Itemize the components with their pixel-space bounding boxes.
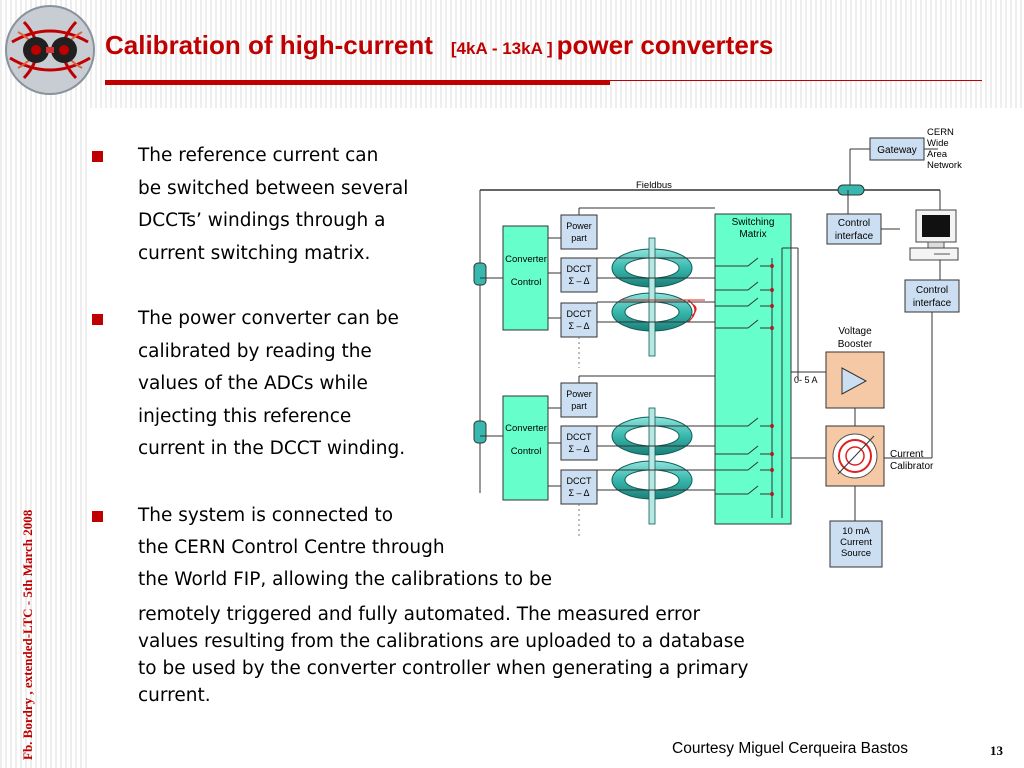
converter-control-box-2 — [502, 395, 549, 501]
dcct-box-3 — [560, 425, 598, 461]
fieldbus-label: Fieldbus — [636, 180, 672, 191]
bullet-line: to be used by the converter controller w… — [138, 658, 749, 679]
title-underline-thick — [105, 80, 610, 85]
bullet-line: the CERN Control Centre through — [138, 537, 445, 558]
dcct-box-2 — [560, 302, 598, 338]
converter-connector-2 — [473, 420, 487, 444]
bullet-text-continued: remotely triggered and fully automated. … — [138, 601, 748, 709]
bullet-line: current. — [138, 685, 211, 706]
bullet-text: The system is connected to the CERN Contr… — [138, 500, 552, 596]
bullet-line: the World FIP, allowing the calibrations… — [138, 569, 552, 590]
power-part-box-1 — [560, 214, 598, 250]
bullet-line: injecting this reference — [138, 405, 352, 427]
bullet-line: The power converter can be — [138, 308, 399, 329]
bullet-line: values of the ADCs while — [138, 373, 368, 394]
bullet-text: The power converter can be calibrated by … — [138, 303, 405, 466]
title-main: Calibration of high-current — [105, 30, 433, 60]
converter-connector-1 — [473, 262, 487, 286]
dcct-coil-icon-1 — [611, 237, 697, 357]
bullet-square — [92, 314, 103, 325]
converter-control-box-1 — [502, 225, 549, 331]
dcct-box-4 — [560, 469, 598, 505]
bullet-line: be switched between several — [138, 177, 409, 199]
dcct-coil-icon-2 — [611, 407, 693, 525]
power-part-box-2 — [560, 382, 598, 418]
calibrator-coil-icon — [832, 433, 878, 479]
bullet-text: The reference current can be switched bet… — [138, 140, 408, 270]
dcct-box-1 — [560, 257, 598, 293]
matrix-switches — [715, 257, 772, 495]
bullet-square — [92, 151, 103, 162]
page-number: 13 — [990, 743, 1003, 758]
bullet-line: remotely triggered and fully automated. … — [138, 604, 701, 625]
switching-matrix-box — [714, 213, 792, 525]
sidebar-stripe-background — [0, 108, 88, 768]
bullet-line: The reference current can — [138, 145, 379, 166]
current-source-box — [829, 520, 883, 568]
bullet-square — [92, 511, 103, 522]
title-end: power converters — [556, 30, 774, 60]
bullet-line: DCCTs’ windings through a — [138, 210, 386, 231]
courtesy-credit: Courtesy Miguel Cerqueira Bastos — [672, 740, 909, 757]
bullet-line: values resulting from the calibrations a… — [138, 631, 745, 652]
title-underline-thin — [610, 80, 982, 81]
header-stripe-background — [0, 0, 1024, 108]
amplifier-icon — [841, 367, 868, 395]
computer-icon — [909, 209, 959, 261]
bullet-line: current in the DCCT winding. — [138, 438, 406, 459]
fieldbus-connector — [837, 184, 865, 196]
bullet-line: The system is connected to — [138, 505, 394, 526]
gateway-label: Gateway — [877, 145, 916, 156]
control-interface-right-box — [904, 279, 960, 313]
range-label: 0- 5 A — [794, 375, 818, 385]
lhc-logo — [5, 5, 95, 95]
bullet-line: current switching matrix. — [138, 242, 371, 264]
title-range: [4kA - 13kA ] — [450, 39, 553, 58]
bullet-line: calibrated by reading the — [138, 340, 372, 362]
page-title: Calibration of high-current [4kA - 13kA ]… — [105, 29, 773, 65]
vertical-caption: Fb. Bordry , extended-LTC - 5th March 20… — [20, 509, 35, 760]
